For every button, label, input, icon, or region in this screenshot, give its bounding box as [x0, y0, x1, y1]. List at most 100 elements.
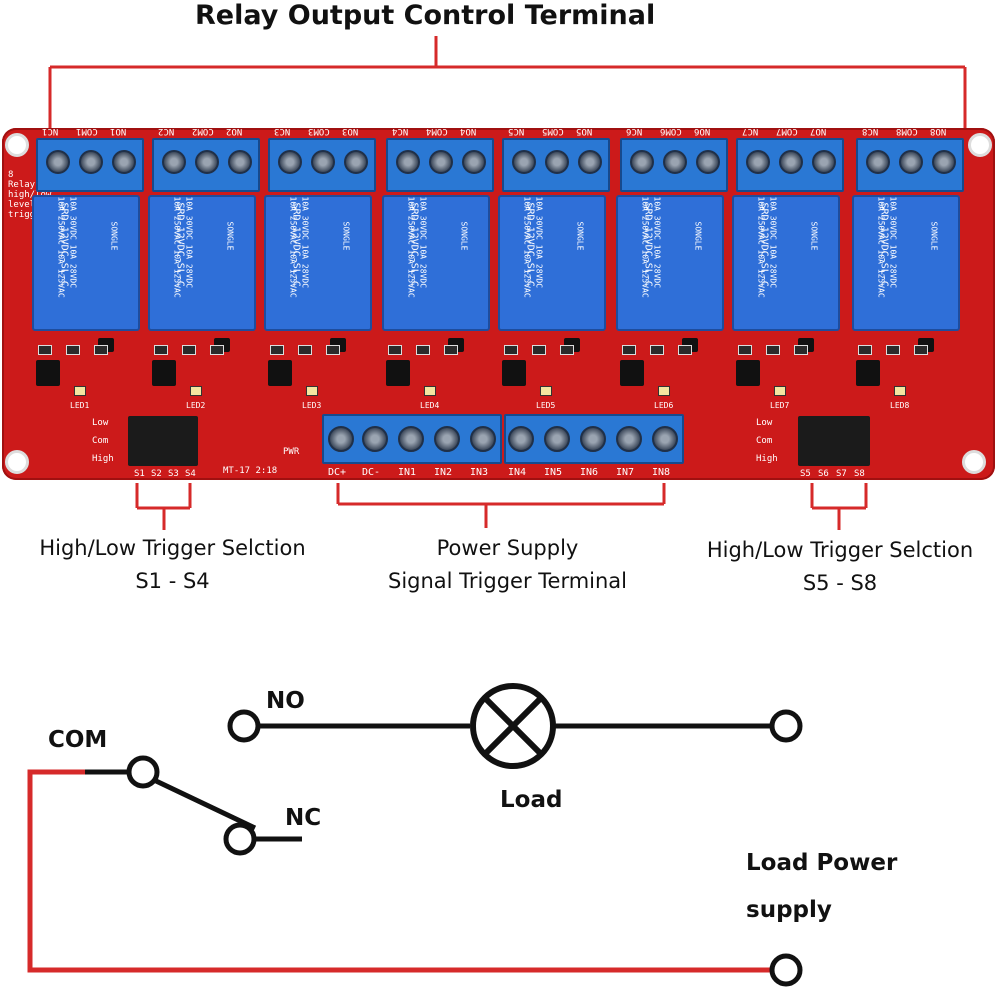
- optocoupler-chip: [386, 360, 410, 386]
- smd-resistor: [388, 345, 402, 355]
- relay-brand: SONGLE: [929, 221, 939, 251]
- input-label: IN7: [616, 467, 635, 478]
- terminal-screw[interactable]: [429, 150, 453, 174]
- led-label: LED2: [186, 401, 206, 410]
- terminal-screw[interactable]: [46, 150, 70, 174]
- terminal-screw[interactable]: [195, 150, 219, 174]
- terminal-label: NC7: [742, 126, 759, 136]
- terminal-screw[interactable]: [79, 150, 103, 174]
- terminal-screw[interactable]: [311, 150, 335, 174]
- input-screw[interactable]: [328, 426, 354, 452]
- terminal-label: NC4: [392, 126, 409, 136]
- mount-hole: [5, 133, 29, 157]
- led-icon: [74, 386, 86, 396]
- led-label: LED4: [420, 401, 440, 410]
- callout-center-line1: Power Supply: [436, 536, 579, 560]
- input-screw[interactable]: [616, 426, 642, 452]
- terminal-screw[interactable]: [630, 150, 654, 174]
- relay-rating: 10A 250VAC 10A 125VAC: [56, 196, 66, 298]
- label-com: COM: [48, 727, 108, 753]
- com-terminal: [126, 755, 160, 789]
- terminal-label: COM2: [192, 126, 214, 136]
- board-edge-text: 8 Relay high/low level trigger: [8, 170, 52, 220]
- smd-resistor: [94, 345, 108, 355]
- terminal-screw[interactable]: [344, 150, 368, 174]
- led-icon: [190, 386, 202, 396]
- terminal-screw[interactable]: [899, 150, 923, 174]
- input-screw[interactable]: [580, 426, 606, 452]
- terminal-screw[interactable]: [779, 150, 803, 174]
- load-terminal-top: [769, 709, 803, 743]
- smd-resistor: [298, 345, 312, 355]
- relay-rating: 10A 30VDC 10A 28VDC: [300, 196, 310, 289]
- optocoupler-chip: [36, 360, 60, 386]
- terminal-screw[interactable]: [228, 150, 252, 174]
- terminal-screw[interactable]: [278, 150, 302, 174]
- input-label: IN5: [544, 467, 563, 478]
- smd-resistor: [678, 345, 692, 355]
- input-screw[interactable]: [398, 426, 424, 452]
- optocoupler-chip: [502, 360, 526, 386]
- smd-resistor: [794, 345, 808, 355]
- terminal-screw[interactable]: [112, 150, 136, 174]
- terminal-screw[interactable]: [932, 150, 956, 174]
- terminal-screw[interactable]: [545, 150, 569, 174]
- wiring-diagram: [27, 683, 803, 987]
- smd-resistor: [416, 345, 430, 355]
- terminal-screw[interactable]: [396, 150, 420, 174]
- jumper-pin-label: S1: [134, 469, 145, 479]
- smd-resistor: [858, 345, 872, 355]
- terminal-screw[interactable]: [866, 150, 890, 174]
- terminal-screw[interactable]: [462, 150, 486, 174]
- mount-hole: [5, 450, 29, 474]
- mount-hole: [968, 133, 992, 157]
- relay-rating: 10A 250VAC 10A 125VAC: [522, 196, 532, 298]
- smd-resistor: [444, 345, 458, 355]
- terminal-screw[interactable]: [663, 150, 687, 174]
- terminal-screw[interactable]: [812, 150, 836, 174]
- no-terminal: [227, 709, 261, 743]
- input-screw[interactable]: [470, 426, 496, 452]
- optocoupler-chip: [620, 360, 644, 386]
- input-screw[interactable]: [362, 426, 388, 452]
- input-screw[interactable]: [434, 426, 460, 452]
- input-label: DC+: [328, 467, 347, 478]
- input-screw[interactable]: [544, 426, 570, 452]
- terminal-screw[interactable]: [746, 150, 770, 174]
- terminal-label: NO2: [226, 126, 243, 136]
- optocoupler-chip: [268, 360, 292, 386]
- terminal-label: NO5: [576, 126, 593, 136]
- relay-brand: SONGLE: [341, 221, 351, 251]
- bottom-brackets: [135, 483, 868, 530]
- smd-resistor: [154, 345, 168, 355]
- input-screw[interactable]: [508, 426, 534, 452]
- callout-left-line2: S1 - S4: [135, 569, 210, 593]
- terminal-screw[interactable]: [696, 150, 720, 174]
- led-icon: [774, 386, 786, 396]
- terminal-label: COM3: [308, 126, 330, 136]
- terminal-screw[interactable]: [512, 150, 536, 174]
- led-icon: [424, 386, 436, 396]
- relay-brand: SONGLE: [459, 221, 469, 251]
- switch-arm: [152, 777, 257, 831]
- relay-brand: SONGLE: [109, 221, 119, 251]
- relay-rating: 10A 30VDC 10A 28VDC: [888, 196, 898, 289]
- jumper-header[interactable]: [128, 416, 198, 466]
- terminal-screw[interactable]: [578, 150, 602, 174]
- terminal-label: COM1: [76, 126, 98, 136]
- jumper-header[interactable]: [798, 416, 870, 466]
- red-wire: [27, 769, 776, 973]
- terminal-label: NC6: [626, 126, 643, 136]
- label-nc: NC: [285, 805, 322, 831]
- terminal-screw[interactable]: [162, 150, 186, 174]
- callout-right: High/Low Trigger Selction S5 - S8: [680, 534, 1000, 600]
- input-screw[interactable]: [652, 426, 678, 452]
- relay-rating: 10A 250VAC 10A 125VAC: [172, 196, 182, 298]
- terminal-label: NO7: [810, 126, 827, 136]
- load-terminal-bottom: [769, 953, 803, 987]
- jumper-row-label: High: [92, 454, 114, 464]
- terminal-label: NO4: [460, 126, 477, 136]
